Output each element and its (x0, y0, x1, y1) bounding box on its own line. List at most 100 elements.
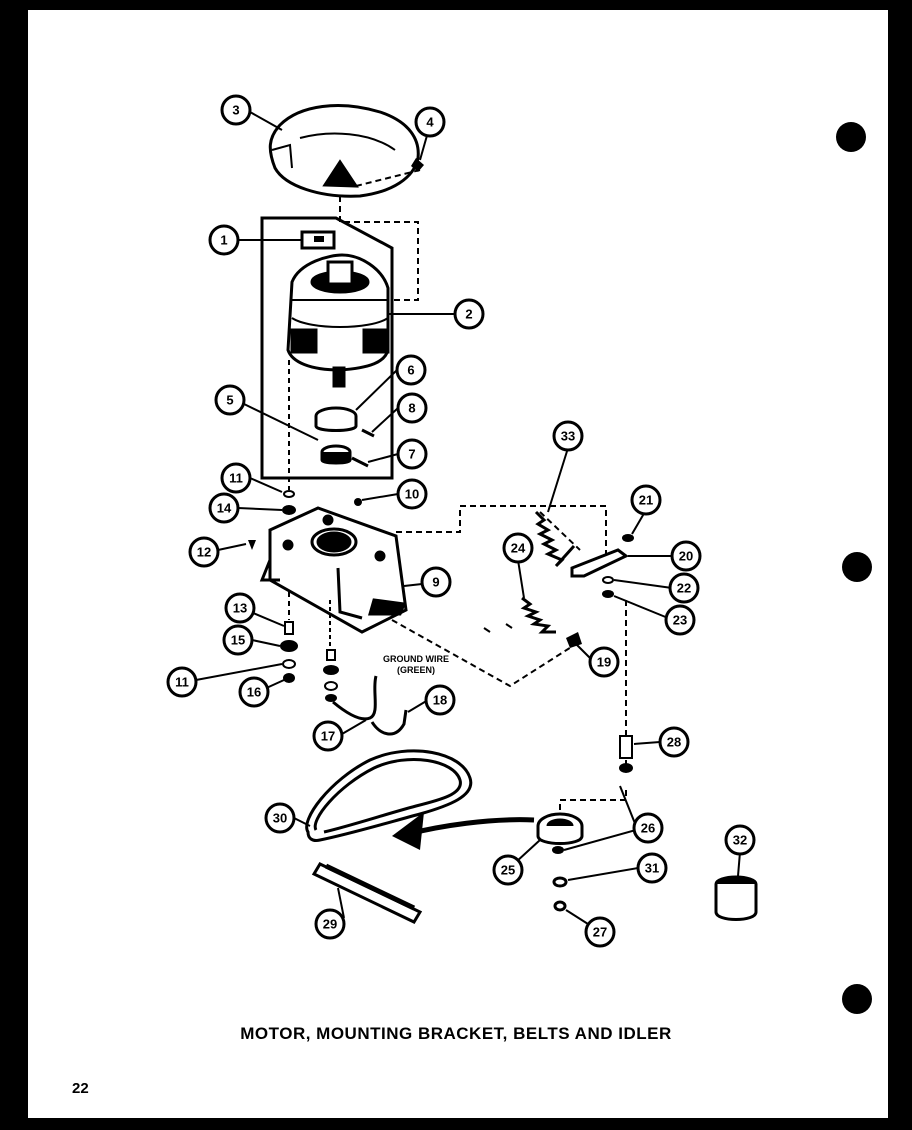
diagram-caption: MOTOR, MOUNTING BRACKET, BELTS AND IDLER (240, 1024, 672, 1043)
callout-9 (420, 566, 452, 598)
motor-frame (260, 216, 394, 480)
callout-numbers: 3 4 1 2 6 5 8 7 11 14 10 12 9 13 15 11 1… (175, 103, 747, 940)
callout-10 (396, 478, 428, 510)
callout-11b-text: 11 (175, 675, 189, 690)
callout-12 (188, 536, 220, 568)
diagram-sheet (28, 10, 888, 1118)
bracket-screw (248, 540, 256, 550)
callout-17-text: 17 (321, 729, 335, 744)
callout-33-text: 33 (561, 429, 575, 444)
callout-14 (208, 492, 240, 524)
callout-23 (664, 604, 696, 636)
callout-1-text: 1 (220, 233, 227, 248)
callout-22 (668, 572, 700, 604)
callout-33 (552, 420, 584, 452)
callout-28 (658, 726, 690, 758)
binder-hole-middle (842, 552, 872, 582)
callout-32 (724, 824, 756, 856)
callout-6 (395, 354, 427, 386)
washer-right (602, 576, 614, 584)
callout-10-text: 10 (405, 487, 419, 502)
callout-31 (636, 852, 668, 884)
callout-29-text: 29 (323, 917, 337, 932)
callout-19 (588, 646, 620, 678)
motor-cover (268, 104, 420, 198)
callout-30-text: 30 (273, 811, 287, 826)
callout-11b (166, 666, 198, 698)
callout-25 (492, 854, 524, 886)
callout-26-text: 26 (641, 821, 655, 836)
callout-5-text: 5 (226, 393, 233, 408)
page-number: 22 (72, 1080, 89, 1097)
callout-7 (396, 438, 428, 470)
callout-5 (214, 384, 246, 416)
callout-3-text: 3 (232, 103, 239, 118)
callout-3 (220, 94, 252, 126)
callout-30 (264, 802, 296, 834)
callout-7-text: 7 (408, 447, 415, 462)
callout-1 (208, 224, 240, 256)
callout-15-text: 15 (231, 633, 245, 648)
center-hardware-stack (323, 600, 339, 702)
grommet (354, 498, 362, 506)
callout-11a (220, 462, 252, 494)
callout-circles (166, 94, 756, 948)
cover-screw (411, 158, 424, 172)
callout-2-text: 2 (465, 307, 472, 322)
callout-17 (312, 720, 344, 752)
mounting-bracket (259, 506, 408, 634)
callout-21 (630, 484, 662, 516)
nut-lower (602, 590, 614, 598)
ground-wire-label-line2: (GREEN) (397, 665, 435, 675)
callout-27 (584, 916, 616, 948)
callout-9-text: 9 (432, 575, 439, 590)
ground-wire-label-line1: GROUND WIRE (383, 654, 449, 664)
callout-12-text: 12 (197, 545, 211, 560)
idler-shaft (619, 735, 633, 773)
ground-wire-label: GROUND WIRE (GREEN) (372, 654, 460, 676)
motor (286, 253, 390, 388)
idler-spring-lower (483, 596, 556, 634)
callout-6-text: 6 (407, 363, 414, 378)
callout-leaders (195, 111, 741, 925)
callout-4 (414, 106, 446, 138)
nut-upper (622, 534, 634, 542)
idler-spring-upper (534, 510, 576, 568)
washer-26 (552, 846, 564, 854)
clip-27 (553, 900, 567, 912)
callout-16-text: 16 (247, 685, 261, 700)
callout-24 (502, 532, 534, 564)
left-hardware-stack (280, 490, 298, 683)
callout-15 (222, 624, 254, 656)
callout-18-text: 18 (433, 693, 447, 708)
callout-26 (632, 812, 664, 844)
assembly-arrow (392, 812, 535, 850)
ground-wire (332, 675, 408, 736)
callout-20-text: 20 (679, 549, 693, 564)
set-screws (351, 428, 375, 468)
callout-8 (396, 392, 428, 424)
callout-22-text: 22 (677, 581, 691, 596)
callout-16 (238, 676, 270, 708)
capacitor (714, 875, 758, 921)
callout-2 (453, 298, 485, 330)
idler-pulley (536, 812, 584, 845)
callout-14-text: 14 (217, 501, 232, 516)
leader-dashes-top (339, 169, 421, 301)
motor-switch (300, 230, 336, 250)
binder-hole-bottom (842, 984, 872, 1014)
drive-belt-29 (311, 862, 423, 924)
callout-8-text: 8 (408, 401, 415, 416)
drive-belt-30 (305, 749, 473, 842)
callout-11a-text: 11 (229, 471, 243, 486)
callout-20 (670, 540, 702, 572)
callout-23-text: 23 (673, 613, 687, 628)
callout-18 (424, 684, 456, 716)
washer-31 (552, 876, 568, 888)
idler-clip (566, 632, 582, 648)
callout-24-text: 24 (511, 541, 526, 556)
callout-31-text: 31 (645, 861, 659, 876)
binder-hole-top (836, 122, 866, 152)
